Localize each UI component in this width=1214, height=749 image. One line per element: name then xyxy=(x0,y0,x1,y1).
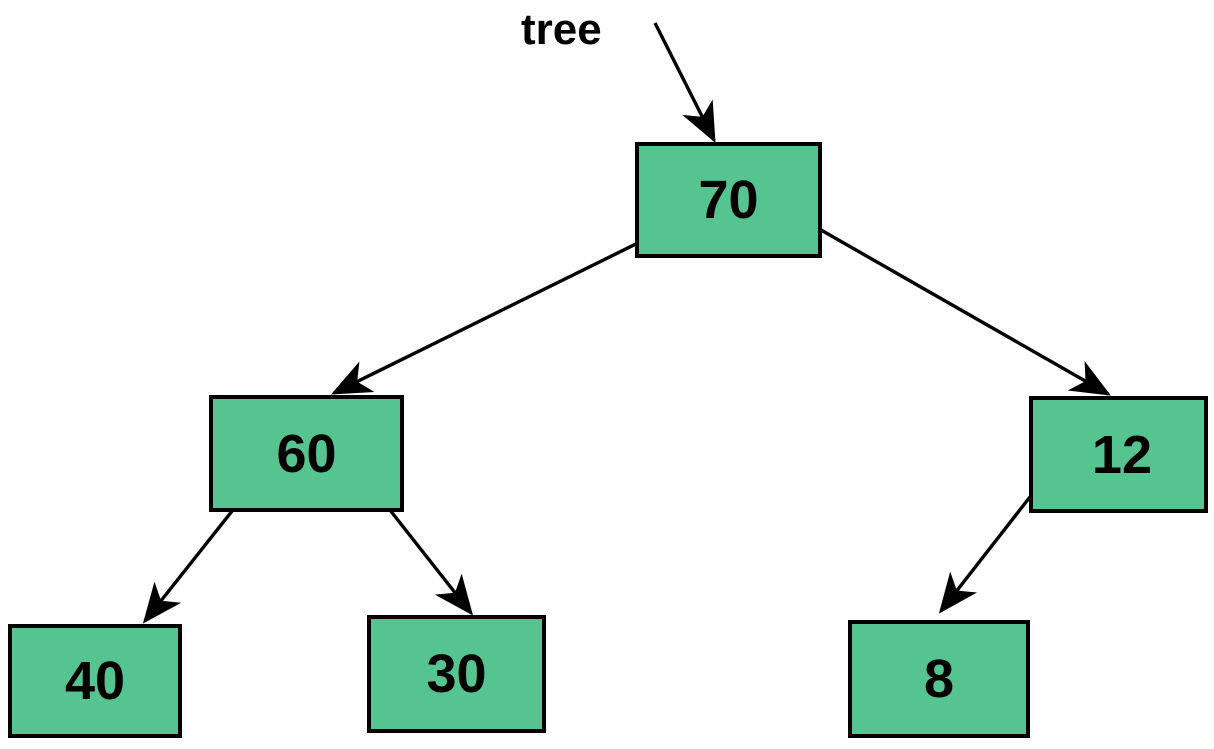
tree-node-70[interactable]: 70 xyxy=(635,142,822,258)
tree-node-label: 8 xyxy=(923,649,955,709)
tree-node-label: 12 xyxy=(1091,424,1152,485)
tree-caption-label: tree xyxy=(521,5,602,54)
tree-node-40[interactable]: 40 xyxy=(8,624,182,738)
tree-edge-n70-to-n60 xyxy=(330,237,647,395)
tree-node-label: 60 xyxy=(276,423,337,484)
tree-node-60[interactable]: 60 xyxy=(209,395,404,512)
tree-node-label: 30 xyxy=(426,644,487,704)
tree-node-label: 40 xyxy=(64,651,126,711)
tree-node-label: 70 xyxy=(698,170,759,230)
tree-node-30[interactable]: 30 xyxy=(367,615,546,733)
tree-node-12[interactable]: 12 xyxy=(1029,396,1208,513)
tree-edge-caption-tree-to-n70 xyxy=(653,22,716,144)
tree-edge-n70-to-n12 xyxy=(813,224,1111,396)
tree-node-8[interactable]: 8 xyxy=(848,620,1030,738)
